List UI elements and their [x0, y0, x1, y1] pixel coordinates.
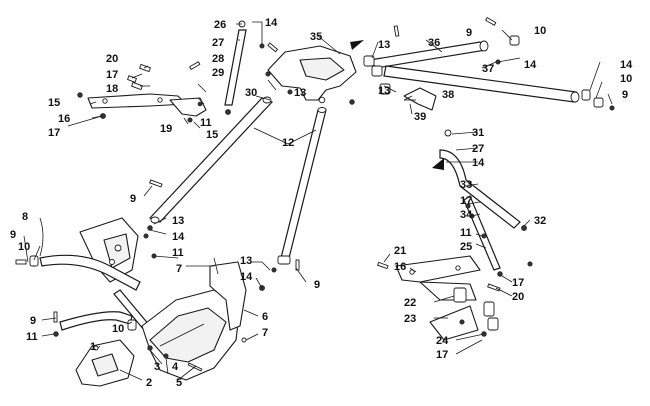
callout-23: 23 — [404, 313, 416, 325]
callout-13-topa: 13 — [378, 39, 390, 51]
callout-38: 38 — [442, 89, 454, 101]
callout-13-lower-center: 13 — [240, 255, 252, 267]
callout-13-center: 13 — [294, 87, 306, 99]
lower-cross-tube — [383, 65, 580, 103]
callout-9-top: 9 — [466, 27, 472, 39]
callout-9-lower-center: 9 — [314, 279, 320, 291]
center-top-bracket — [265, 42, 357, 105]
callout-15-right: 15 — [206, 129, 218, 141]
callout-33: 33 — [460, 179, 472, 191]
clamp-bracket — [403, 87, 437, 111]
callout-11-upper-left: 11 — [200, 117, 212, 129]
callout-14-top-right: 14 — [524, 59, 537, 71]
callout-32: 32 — [534, 215, 546, 227]
callout-6: 6 — [262, 311, 268, 323]
callout-35: 35 — [310, 31, 322, 43]
steering-bracket-block — [79, 217, 139, 283]
callout-9-left: 9 — [10, 229, 16, 241]
front-direction-arrow-top — [350, 40, 364, 50]
callout-20-left: 20 — [106, 53, 118, 65]
callout-17-right-mid: 17 — [512, 277, 524, 289]
callout-17-right-bottom: 17 — [436, 349, 448, 361]
callout-26: 26 — [214, 19, 226, 31]
callout-14-right: 14 — [472, 157, 485, 169]
callout-4: 4 — [172, 361, 179, 373]
callout-27-top: 27 — [212, 37, 224, 49]
right-down-tube — [277, 107, 327, 265]
callout-29: 29 — [212, 67, 224, 79]
callout-39: 39 — [414, 111, 426, 123]
callout-3: 3 — [154, 361, 160, 373]
callout-10-far-right: 10 — [620, 73, 632, 85]
callout-14-top: 14 — [265, 17, 278, 29]
callout-10-lower-left: 10 — [112, 323, 124, 335]
lower-mounting-plate — [75, 339, 135, 387]
callout-22: 22 — [404, 297, 416, 309]
front-direction-arrow-right — [432, 158, 444, 170]
callout-37: 37 — [482, 63, 494, 75]
callout-13-mid-left: 13 — [172, 215, 184, 227]
callout-2: 2 — [146, 377, 152, 389]
callout-8: 8 — [22, 211, 28, 223]
upper-left-hardware — [77, 61, 203, 123]
callout-24: 24 — [436, 335, 449, 347]
callout-19: 19 — [160, 123, 172, 135]
callout-1: 1 — [90, 341, 96, 353]
down-tube-hardware — [143, 179, 300, 291]
callout-30: 30 — [245, 87, 257, 99]
callout-11-mid-left: 11 — [172, 247, 184, 259]
callout-36: 36 — [428, 37, 440, 49]
callout-leader-lines — [23, 21, 613, 381]
callout-21: 21 — [394, 245, 406, 257]
callout-5: 5 — [176, 377, 182, 389]
callout-20-right: 20 — [512, 291, 524, 303]
tube-bushings — [363, 17, 615, 111]
callout-28: 28 — [212, 53, 224, 65]
callout-9-far-right: 9 — [622, 89, 628, 101]
callout-10-top: 10 — [534, 25, 546, 37]
side-gusset-plate — [209, 257, 247, 343]
callout-10-left: 10 — [18, 241, 30, 253]
right-mid-hardware — [465, 203, 533, 292]
callout-14-far-right: 14 — [620, 59, 633, 71]
callout-9-lower-left: 9 — [30, 315, 36, 327]
upper-left-mount-bracket — [87, 93, 207, 117]
callout-11-right: 11 — [460, 227, 472, 239]
lower-left-hardware — [15, 255, 137, 337]
callout-16-right: 16 — [394, 261, 406, 273]
callout-7-mid: 7 — [176, 263, 182, 275]
callout-25: 25 — [460, 241, 472, 253]
callout-17-left-bottom: 17 — [48, 127, 60, 139]
callout-17-left-top: 17 — [106, 69, 118, 81]
upper-brace-rod — [224, 20, 265, 115]
callout-17-right-top: 17 — [460, 195, 472, 207]
callout-11-lower-left: 11 — [26, 331, 38, 343]
callout-34: 34 — [460, 209, 473, 221]
callout-labels: 26 14 27 28 29 35 13 36 9 10 14 37 14 10… — [10, 17, 633, 389]
callout-31: 31 — [472, 127, 484, 139]
callout-7-lower: 7 — [262, 327, 268, 339]
callout-18: 18 — [106, 83, 118, 95]
callout-15-left: 15 — [48, 97, 60, 109]
callout-13-mid: 13 — [378, 85, 390, 97]
callout-16-left: 16 — [58, 113, 70, 125]
callout-14-mid-left: 14 — [172, 231, 185, 243]
callout-12: 12 — [282, 137, 294, 149]
callout-14-lower-center: 14 — [240, 271, 253, 283]
callout-27-right: 27 — [472, 143, 484, 155]
right-clip-assembly — [429, 287, 499, 341]
left-down-tube — [148, 96, 274, 224]
callout-9-mid-left: 9 — [130, 193, 136, 205]
